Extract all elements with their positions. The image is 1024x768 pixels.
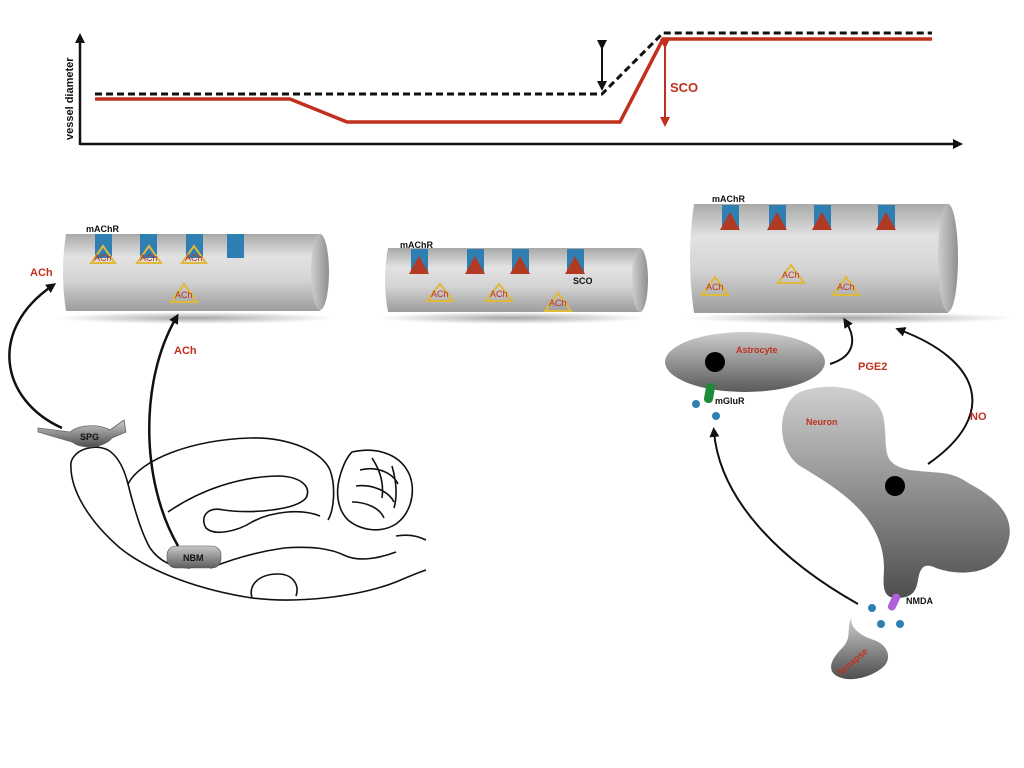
- astrocyte-label: Astrocyte: [736, 345, 778, 355]
- ach-triangle: ACh: [543, 291, 573, 312]
- ach-label: ACh: [549, 298, 567, 308]
- vessel-body: [63, 234, 320, 311]
- ach-arrow-spg-to-vessel: [8, 283, 63, 430]
- neuron-label: Neuron: [806, 417, 838, 427]
- sco-bound-triangle: [876, 212, 896, 230]
- vessel-1: mAChR ACh ACh ACh ACh: [55, 224, 335, 324]
- graph-y-axis-label: vessel diameter: [64, 57, 76, 140]
- brain-sagittal-outline: [70, 437, 427, 601]
- ach-label: ACh: [782, 270, 800, 280]
- nmda-label: NMDA: [906, 596, 933, 606]
- ach-label: ACh: [94, 253, 112, 263]
- diameter-graph: vessel diameter SCO: [64, 31, 963, 149]
- vessel-end-cap: [632, 248, 648, 312]
- ach-triangle: ACh: [424, 282, 456, 302]
- sco-bound-triangle: [465, 256, 485, 274]
- vessel-sco-label: SCO: [573, 276, 593, 286]
- receptor-label: mAChR: [400, 240, 433, 250]
- neuron: Neuron: [782, 386, 1010, 598]
- neuron-nucleus: [885, 476, 905, 496]
- sco-bound-triangle: [409, 256, 429, 274]
- baseline-dashed-trace: [95, 31, 932, 96]
- vessel-3: mAChR ACh ACh ACh: [685, 194, 1015, 324]
- ach-label: ACh: [490, 289, 508, 299]
- ach-label: ACh: [706, 282, 724, 292]
- vessel-body: [690, 204, 948, 313]
- graph-sco-label: SCO: [670, 80, 698, 95]
- glutamate-dot: [896, 620, 904, 628]
- vessel-end-cap: [938, 204, 958, 312]
- glutamate-arrow-to-astrocyte: [709, 427, 859, 605]
- mglur-receptor: [703, 383, 716, 404]
- ach-triangle: ACh: [169, 282, 199, 303]
- no-arrow: [895, 327, 974, 465]
- glutamate-dot: [712, 412, 720, 420]
- ach-arrow1-label: ACh: [30, 267, 53, 279]
- sco-bound-triangle: [720, 212, 740, 230]
- pge2-arrow: [829, 317, 854, 365]
- vessel-2: mAChR SCO ACh ACh ACh: [377, 240, 648, 324]
- diameter-red-trace: [95, 37, 932, 124]
- receptor-mAChR: [227, 234, 244, 258]
- spg-label: SPG: [80, 432, 99, 442]
- glutamate-dot: [868, 604, 876, 612]
- ach-arrow2-label: ACh: [174, 345, 197, 357]
- nbm-label: NBM: [183, 553, 204, 563]
- sco-bound-triangle: [767, 212, 787, 230]
- vessel-end-cap: [311, 234, 329, 310]
- astrocyte: Astrocyte: [665, 332, 825, 392]
- ach-label: ACh: [140, 253, 158, 263]
- receptor-label: mAChR: [86, 224, 119, 234]
- ach-triangle: ACh: [180, 244, 208, 264]
- glutamate-dot: [692, 400, 700, 408]
- ach-triangle: ACh: [831, 275, 861, 296]
- glutamate-dot: [877, 620, 885, 628]
- astrocyte-nucleus: [705, 352, 725, 372]
- vessel-shadow: [377, 312, 647, 324]
- ach-label: ACh: [185, 253, 203, 263]
- ach-triangle: ACh: [700, 275, 730, 296]
- nbm-nucleus: NBM: [166, 545, 222, 569]
- sco-bound-triangle: [565, 256, 585, 274]
- ach-label: ACh: [837, 282, 855, 292]
- ach-triangle: ACh: [135, 244, 163, 264]
- spg-ganglion: SPG: [37, 419, 127, 448]
- ach-arrow-nbm-to-vessel: [148, 313, 180, 547]
- ach-label: ACh: [175, 290, 193, 300]
- sco-bound-triangle: [510, 256, 530, 274]
- no-label: NO: [970, 411, 987, 423]
- receptor-label: mAChR: [712, 194, 745, 204]
- nmda-receptor: [887, 593, 901, 611]
- ach-label: ACh: [431, 289, 449, 299]
- ach-triangle: ACh: [89, 244, 117, 264]
- ach-triangle: ACh: [776, 263, 806, 284]
- ach-triangle: ACh: [483, 282, 515, 302]
- vessel-shadow: [55, 312, 335, 324]
- sco-bound-triangle: [812, 212, 832, 230]
- pge2-label: PGE2: [858, 361, 887, 373]
- vessel-shadow: [685, 312, 1015, 324]
- mglur-label: mGluR: [715, 396, 745, 406]
- synapse-terminal: Synapse: [831, 616, 889, 680]
